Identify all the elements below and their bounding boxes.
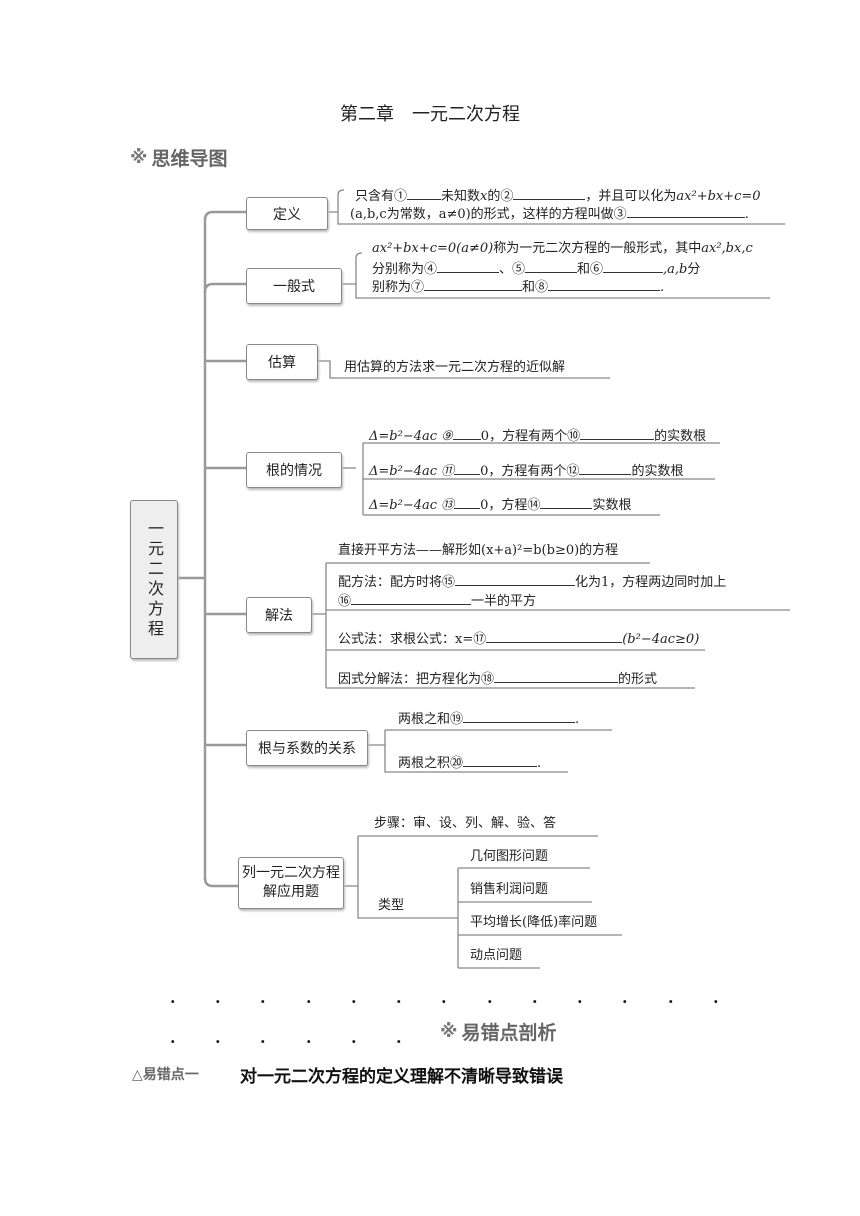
blank-14	[540, 494, 593, 509]
blank-19	[463, 708, 576, 723]
application-type-2: 销售利润问题	[470, 882, 549, 897]
blank-1	[407, 185, 442, 200]
blank-5	[525, 258, 578, 273]
blank-2	[513, 185, 586, 200]
solution-direct: 直接开平方法——解形如(x+a)²=b(b≥0)的方程	[338, 543, 619, 558]
node-application: 列一元二次方程解应用题	[238, 857, 344, 909]
blank-12	[579, 460, 632, 475]
page-title: 第二章 一元二次方程	[340, 104, 520, 125]
mistake-tag: △易错点一	[132, 1067, 199, 1083]
definition-line-2: (a,b,c为常数，a≠0)的形式，这样的方程叫做③.	[350, 203, 749, 224]
node-estimation: 估算	[246, 344, 318, 380]
blank-7	[424, 276, 523, 291]
vieta-sum: 两根之和⑲.	[398, 708, 579, 729]
application-steps: 步骤：审、设、列、解、验、答	[374, 816, 557, 831]
reference-mark-icon: ※	[440, 1021, 458, 1042]
mistakes-heading: ※ 易错点剖析	[440, 1018, 557, 1045]
application-type-3: 平均增长(降低)率问题	[470, 915, 598, 930]
mindmap-heading: ※ 思维导图	[130, 144, 228, 171]
estimation-text: 用估算的方法求一元二次方程的近似解	[344, 360, 566, 375]
mindmap-heading-text: 思维导图	[151, 148, 228, 170]
mistakes-heading-text: 易错点剖析	[461, 1022, 557, 1044]
general-line-1: ax²+bx+c=0(a≠0)称为一元二次方程的一般形式，其中ax²,bx,c	[372, 241, 753, 256]
blank-15	[455, 571, 576, 586]
blank-20	[463, 752, 538, 767]
blank-9	[452, 425, 481, 440]
blank-17	[486, 628, 623, 643]
node-definition: 定义	[246, 197, 328, 230]
solution-formula: 公式法：求根公式：x=⑰(b²−4ac≥0)	[338, 628, 699, 649]
blank-16	[351, 590, 472, 605]
node-roots: 根的情况	[246, 452, 342, 488]
node-general-form: 一般式	[246, 268, 342, 304]
mistake-title: 对一元二次方程的定义理解不清晰导致错误	[240, 1067, 563, 1087]
blank-3	[626, 203, 745, 218]
reference-mark-icon: ※	[130, 147, 148, 168]
root-node: 一元二次方程	[130, 500, 178, 659]
blank-8	[548, 276, 661, 291]
application-type-4: 动点问题	[470, 948, 523, 963]
blank-18	[494, 668, 619, 683]
node-solutions: 解法	[246, 597, 312, 633]
node-vieta: 根与系数的关系	[246, 730, 368, 766]
warning-triangle-icon: △	[132, 1067, 143, 1083]
application-type-1: 几何图形问题	[470, 849, 549, 864]
blank-13	[454, 494, 481, 509]
blank-4	[437, 258, 500, 273]
application-types-label: 类型	[378, 898, 405, 913]
vieta-product: 两根之积⑳.	[398, 752, 541, 773]
blank-11	[454, 460, 481, 475]
blank-6	[603, 258, 664, 273]
blank-10	[580, 425, 655, 440]
